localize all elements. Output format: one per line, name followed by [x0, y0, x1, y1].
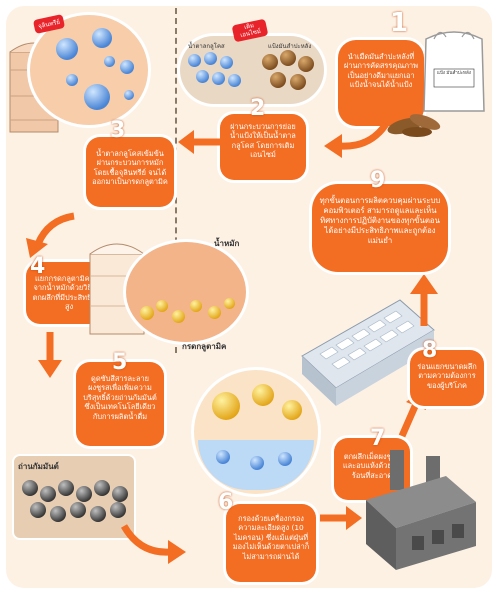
starch-particle: [298, 56, 314, 72]
impurity: [252, 384, 274, 406]
glutamic-crystal: [224, 298, 235, 309]
step-8-box: ร่อนแยกขนาดผลึกตามความต้องการของผู้บริโภ…: [410, 350, 484, 406]
bag-label: แป้ง มันสำปะหลัง: [437, 71, 471, 76]
glutamic-circle: [126, 242, 246, 342]
msg-molecule: [250, 456, 264, 470]
glutamic-crystal: [208, 306, 221, 319]
arrow-8-to-9: [410, 274, 438, 326]
carbon-granule: [22, 480, 38, 496]
step-6-text: กรองด้วยเครื่องกรองความละเอียดสูง (10 ไม…: [232, 514, 310, 561]
step-2-box: ผ่านกระบวนการย่อยน้ำแป้งให้เป็นน้ำตาลกลู…: [220, 114, 306, 180]
microbe: [56, 38, 78, 60]
arrow-1-to-2: [324, 121, 389, 158]
step-5-number: 5: [112, 350, 128, 375]
step-8-text: ร่อนแยกขนาดผลึกตามความต้องการของผู้บริโภ…: [417, 362, 477, 390]
glucose-label: น้ำตาลกลูโคส: [188, 43, 225, 50]
glutamic-crystal: [172, 310, 185, 323]
glutamic-acid-label: กรดกลูตามิค: [182, 342, 227, 351]
cassava-roots: [387, 114, 441, 137]
impurity: [212, 392, 240, 420]
step-3-box: น้ำตาลกลูโคสเข้มข้นผ่านกระบวนการหมักโดยเ…: [86, 137, 174, 207]
dryer-machine: [366, 450, 476, 570]
step-1-number: 1: [390, 8, 409, 38]
microbe: [66, 74, 78, 86]
step-1-text: นำเมืดมันสำปะหลังที่ผ่านการคัดสรรคุณภาพเ…: [344, 52, 419, 90]
glutamic-crystal: [140, 306, 154, 320]
carbon-granule: [50, 506, 66, 522]
step-6-number: 6: [218, 490, 234, 515]
glutamic-crystal: [190, 300, 202, 312]
carbon-granule: [30, 502, 46, 518]
step-6-box: กรองด้วยเครื่องกรองความละเอียดสูง (10 ไม…: [226, 504, 316, 582]
carbon-granule: [58, 480, 74, 496]
glucose-molecule: [204, 52, 217, 65]
arrow-5-to-6: [120, 524, 186, 564]
starch-particles-label: แป้งมันสำปะหลัง: [268, 43, 312, 50]
arrow-6-to-7: [320, 506, 362, 530]
step-9-text: ทุกขั้นตอนการผลิตควบคุมผ่านระบบคอมพิวเตอ…: [319, 196, 441, 245]
carbon-granule: [76, 486, 92, 502]
step-2-text: ผ่านกระบวนการย่อยน้ำแป้งให้เป็นน้ำตาลกลู…: [230, 122, 296, 160]
microbe: [84, 84, 110, 110]
starch-particle: [280, 50, 296, 66]
carbon-granule: [40, 486, 56, 502]
step-9-box: ทุกขั้นตอนการผลิตควบคุมผ่านระบบคอมพิวเตอ…: [312, 184, 448, 272]
microbe: [92, 28, 112, 48]
step-7-text: ตกผลึกเม็ดผงชูรสและอบแห้งด้วยลมร้อนที่สะ…: [342, 452, 402, 480]
glucose-molecule: [220, 56, 233, 69]
msg-molecule: [216, 450, 230, 464]
ferment-liquid-label: น้ำหมัก: [214, 239, 240, 248]
starch-particle: [262, 54, 278, 70]
step-3-text: น้ำตาลกลูโคสเข้มข้นผ่านกระบวนการหมักโดยเ…: [92, 149, 168, 187]
carbon-granule: [70, 502, 86, 518]
glutamic-crystal: [156, 300, 168, 312]
starch-bag: [423, 31, 485, 112]
impurity: [282, 400, 302, 420]
step-3-number: 3: [110, 118, 126, 143]
step-8-number: 8: [422, 338, 438, 363]
step-1-box: นำเมืดมันสำปะหลังที่ผ่านการคัดสรรคุณภาพเ…: [338, 40, 424, 126]
step-4-text: แยกกรดกลูตามิคออกจากน้ำหมักด้วยวิธีการตก…: [32, 274, 106, 312]
microbe: [104, 56, 115, 67]
step-7-number: 7: [370, 426, 386, 451]
microbe: [124, 90, 134, 100]
step-4-number: 4: [30, 254, 46, 279]
step-5-box: ดูดซับสีสารละลายผงชูรสเพื่อเพิ่มความบริส…: [76, 362, 164, 446]
arrow-4-to-5: [38, 332, 62, 378]
step-5-text: ดูดซับสีสารละลายผงชูรสเพื่อเพิ่มความบริส…: [83, 374, 157, 421]
step-9-number: 9: [370, 168, 386, 193]
arrow-3-to-4: [26, 212, 75, 258]
activated-carbon-label: ถ่านกัมมันต์: [18, 462, 59, 471]
carbon-granule: [112, 486, 128, 502]
glucose-molecule: [228, 74, 241, 87]
arrow-2-to-3: [178, 130, 220, 154]
carbon-granule: [90, 506, 106, 522]
glucose-molecule: [212, 72, 225, 85]
msg-molecule: [278, 452, 292, 466]
carbon-granule: [110, 502, 126, 518]
sieve-tray: [301, 299, 435, 406]
starch-particle: [290, 74, 306, 90]
step-2-number: 2: [250, 96, 266, 121]
glucose-molecule: [196, 70, 209, 83]
carbon-granule: [94, 480, 110, 496]
dashed-divider: [175, 8, 177, 353]
starch-particle: [270, 72, 286, 88]
glucose-molecule: [188, 54, 201, 67]
microbe: [120, 60, 134, 74]
